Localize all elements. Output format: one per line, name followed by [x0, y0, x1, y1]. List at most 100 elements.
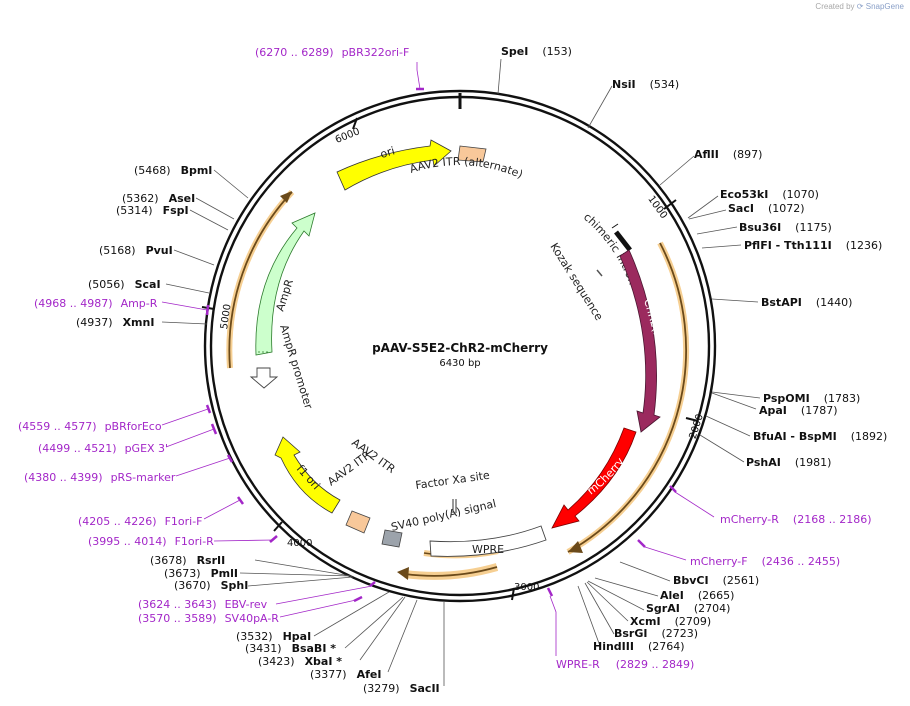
primer-name: F1ori-R [175, 535, 215, 548]
primer-f1ori-r[interactable]: (3995 .. 4014)F1ori-R [88, 535, 278, 548]
credit-prefix: Created by [815, 2, 855, 11]
enzyme-pmli[interactable]: (3673)PmlI [164, 567, 353, 580]
enzyme-xmni[interactable]: (4937)XmnI [76, 316, 208, 329]
wpre-label: WPRE [472, 543, 504, 556]
enzyme-pos: (5314) [116, 204, 153, 217]
enzyme-pos: (1981) [795, 456, 832, 469]
enzyme-name: PvuI [146, 244, 173, 257]
primer-pbr322ori-f[interactable]: (6270 .. 6289)pBR322ori-F [255, 46, 424, 91]
feature-kozak[interactable]: Kozak sequence [547, 241, 605, 323]
svg-text:mCherry-F(2436 .. 2455): mCherry-F(2436 .. 2455) [690, 555, 840, 568]
enzyme-scai[interactable]: (5056)ScaI [88, 278, 210, 294]
enzyme-xcmi[interactable]: XcmI(2709) [586, 581, 712, 628]
enzyme-pos: (2723) [661, 627, 698, 640]
primer-mcherry-f[interactable]: mCherry-F(2436 .. 2455) [637, 539, 840, 568]
svg-text:AAV2 ITR (alternate): AAV2 ITR (alternate) [408, 155, 525, 181]
svg-text:(3377)AfeI: (3377)AfeI [310, 668, 381, 681]
enzyme-bstapi[interactable]: BstAPI(1440) [711, 296, 852, 309]
svg-text:AflII(897): AflII(897) [694, 148, 762, 161]
enzyme-name: PflFI - Tth111I [744, 239, 832, 252]
primer-pbrforeco[interactable]: (4559 .. 4577)pBRforEco [18, 404, 212, 433]
primer-range: (4499 .. 4521) [38, 442, 117, 455]
enzyme-saci[interactable]: SacI(1072) [688, 202, 805, 220]
svg-text:BfuAI - BspMI(1892): BfuAI - BspMI(1892) [753, 430, 887, 443]
enzyme-pspomi[interactable]: PspOMI(1783) [711, 391, 860, 405]
enzyme-rsrii[interactable]: (3678)RsrII [150, 554, 352, 577]
svg-text:BsrGI(2723): BsrGI(2723) [614, 627, 698, 640]
primer-wpre-r[interactable]: WPRE-R (2829 .. 2849) [546, 587, 695, 671]
ampr-promoter-label: AmpR promoter [277, 323, 315, 411]
primer-range: (2829 .. 2849) [616, 658, 695, 671]
svg-text:(3431)BsaBI *: (3431)BsaBI * [245, 642, 336, 655]
primer-sites: (6270 .. 6289)pBR322ori-F mCherry-R(2168… [18, 46, 871, 671]
enzyme-hpai[interactable]: (3532)HpaI [236, 591, 390, 643]
enzyme-name: AleI [660, 589, 684, 602]
enzyme-bfuai-bspmi[interactable]: BfuAI - BspMI(1892) [705, 415, 887, 443]
primer-pgex-3[interactable]: (4499 .. 4521)pGEX 3' [38, 423, 218, 455]
primer-range: (6270 .. 6289) [255, 46, 334, 59]
svg-text:PflFI - Tth111I(1236): PflFI - Tth111I(1236) [744, 239, 882, 252]
svg-text:(3423)XbaI *: (3423)XbaI * [258, 655, 342, 668]
enzyme-spei[interactable]: SpeI(153) [497, 45, 572, 95]
enzyme-alei[interactable]: AleI (2665) [594, 577, 734, 602]
enzyme-name: SgrAI [646, 602, 680, 615]
plasmid-name: pAAV-S5E2-ChR2-mCherry [372, 341, 548, 355]
svg-text:(4499 .. 4521)pGEX 3': (4499 .. 4521)pGEX 3' [38, 442, 168, 455]
enzyme-pvui[interactable]: (5168)PvuI [99, 244, 215, 266]
orf-wpre-arrowhead [397, 567, 409, 580]
primer-name: WPRE-R [556, 658, 600, 671]
enzyme-bsabi[interactable]: (3431)BsaBI * [245, 596, 404, 655]
enzyme-name: BsaBI * [292, 642, 337, 655]
enzyme-bbvci[interactable]: BbvCI(2561) [619, 561, 760, 587]
svg-text:Bsu36I(1175): Bsu36I(1175) [739, 221, 832, 234]
svg-text:mCherry: mCherry [585, 455, 627, 497]
aav2-itr-alt-label: AAV2 ITR (alternate) [408, 155, 525, 181]
enzyme-pos: (2709) [675, 615, 712, 628]
ruler-label-3000: 3000 [514, 582, 539, 593]
primer-sv40pa-r[interactable]: (3570 .. 3589)SV40pA-R [138, 595, 363, 625]
feature-chr2[interactable]: ChR2(H134R) [619, 249, 674, 433]
factor-xa-label: Factor Xa site [415, 469, 491, 492]
svg-text:(3279)SacII: (3279)SacII [363, 682, 440, 695]
enzyme-name: NsiI [612, 78, 636, 91]
enzyme-pshai[interactable]: PshAI(1981) [699, 434, 832, 469]
enzyme-nsii[interactable]: NsiI(534) [587, 78, 679, 129]
enzyme-pflfi-tth111i[interactable]: PflFI - Tth111I(1236) [701, 239, 882, 252]
enzyme-pos: (1892) [851, 430, 888, 443]
svg-text:NsiI(534): NsiI(534) [612, 78, 679, 91]
enzyme-xbai[interactable]: (3423)XbaI * [258, 596, 406, 668]
feature-ori[interactable]: ori [336, 139, 452, 191]
enzyme-sphi[interactable]: (3670)SphI [174, 576, 354, 592]
primer-ebv-rev[interactable]: (3624 .. 3643) EBV-rev [138, 581, 376, 611]
enzyme-pos: (1070) [782, 188, 819, 201]
enzyme-apai[interactable]: ApaI(1787) [711, 392, 837, 417]
enzyme-asei[interactable]: (5362)AseI [122, 192, 235, 220]
svg-text:AleI(2665): AleI (2665) [660, 589, 734, 602]
primer-amp-r[interactable]: (4968 .. 4987)Amp-R [34, 297, 210, 316]
enzyme-sgrai[interactable]: SgrAI(2704) [587, 580, 730, 615]
feature-aav2-itr-2[interactable]: AAV2 ITR [325, 448, 374, 534]
enzyme-sacii[interactable]: (3279)SacII [363, 602, 445, 695]
primer-f1ori-f[interactable]: (4205 .. 4226)F1ori-F [78, 496, 245, 528]
enzyme-aflii[interactable]: AflII(897) [659, 148, 762, 186]
feature-sv40[interactable]: SV40 poly(A) signal [381, 497, 497, 548]
svg-text:Eco53kI(1070): Eco53kI(1070) [720, 188, 819, 201]
mcherry-label: mCherry [585, 455, 627, 497]
enzyme-bsrgi[interactable]: BsrGI(2723) [584, 582, 698, 640]
enzyme-bsu36i[interactable]: Bsu36I(1175) [696, 221, 832, 235]
feature-mcherry[interactable]: mCherry [551, 427, 637, 529]
enzyme-afei[interactable]: (3377)AfeI [310, 599, 418, 681]
enzyme-hindiii[interactable]: HindIII(2764) [577, 585, 685, 653]
enzyme-bpmi[interactable]: (5468)BpmI [134, 164, 249, 199]
enzyme-pos: (2561) [723, 574, 760, 587]
feature-wpre[interactable]: WPRE [429, 525, 547, 557]
enzyme-eco53ki[interactable]: Eco53kI(1070) [687, 188, 819, 219]
primer-mcherry-r[interactable]: mCherry-R(2168 .. 2186) [669, 485, 871, 526]
primer-name: EBV-rev [225, 598, 268, 611]
kozak-label: Kozak sequence [547, 241, 605, 323]
enzyme-fspi[interactable]: (5314)FspI [116, 204, 229, 231]
primer-range: (3624 .. 3643) [138, 598, 217, 611]
primer-prs-marker[interactable]: (4380 .. 4399)pRS-marker [24, 454, 234, 484]
enzyme-pos: (2665) [698, 589, 735, 602]
snapgene-logo: ⟳ [856, 2, 864, 11]
